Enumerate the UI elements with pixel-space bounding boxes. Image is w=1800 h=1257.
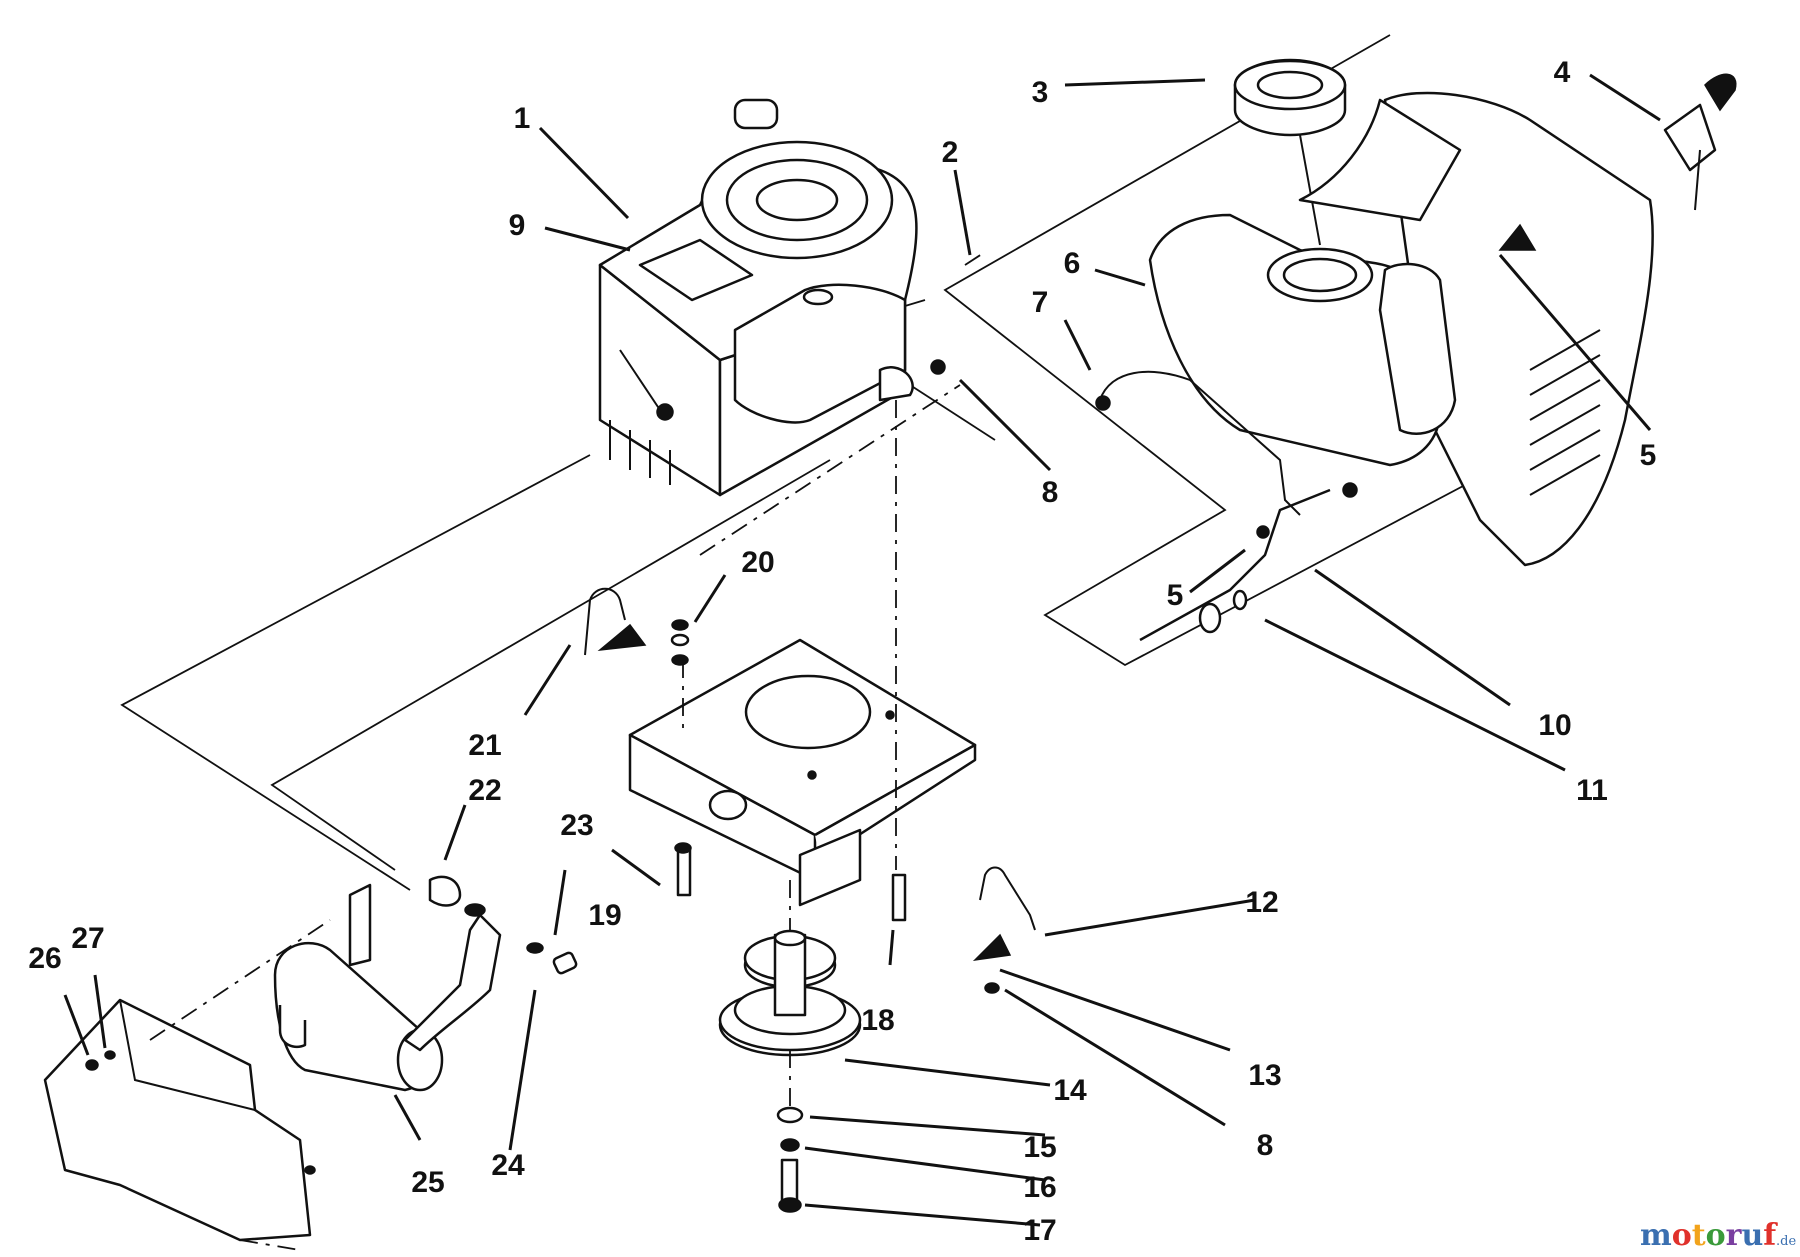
muffler-assembly (273, 875, 578, 1092)
plate-bolts (670, 400, 907, 922)
fuel-lines (1095, 370, 1358, 642)
watermark-letter: u (1741, 1218, 1763, 1253)
watermark-letter: m (1640, 1218, 1672, 1253)
callout-6: 6 (1064, 247, 1081, 280)
callout-24: 24 (491, 1149, 525, 1182)
callout-23: 23 (560, 809, 593, 842)
svg-text:motoruf: motoruf (1640, 1218, 1778, 1253)
callout-27: 27 (71, 922, 104, 955)
callout-11: 11 (1576, 774, 1608, 807)
leader-lines (63, 73, 1661, 1227)
callout-21: 21 (468, 729, 501, 762)
callout-19: 19 (588, 899, 621, 932)
callout-4: 4 (1554, 56, 1571, 89)
callout-10: 10 (1538, 709, 1571, 742)
alignment-lines (699, 251, 986, 1110)
callouts: 1 9 2 3 4 6 7 5 8 5 10 11 20 21 22 23 19… (28, 56, 1656, 1247)
tank-fins (1529, 329, 1601, 496)
watermark-letter: o (1706, 1218, 1726, 1253)
callout-5-upper: 5 (1640, 439, 1657, 472)
watermark-letter: o (1672, 1218, 1692, 1253)
callout-26: 26 (28, 942, 61, 975)
watermark-letter: t (1692, 1218, 1706, 1253)
watermark-logo: motoruf .de (1640, 1218, 1796, 1253)
engine-fins (609, 420, 671, 485)
throttle-switch (1663, 73, 1737, 211)
watermark-letter: f (1763, 1218, 1778, 1253)
callout-12: 12 (1245, 886, 1278, 919)
callout-2: 2 (942, 136, 959, 169)
watermark-suffix: .de (1776, 1234, 1796, 1249)
fuel-tank-fender (1148, 91, 1654, 567)
engine-assembly (598, 98, 946, 497)
callout-8-upper: 8 (1042, 476, 1059, 509)
callout-9: 9 (509, 209, 526, 242)
callout-15: 15 (1023, 1131, 1056, 1164)
callout-25: 25 (411, 1166, 444, 1199)
callout-14: 14 (1053, 1074, 1087, 1107)
callout-17: 17 (1023, 1214, 1056, 1247)
callout-7: 7 (1032, 286, 1049, 319)
heat-shield (43, 919, 331, 1251)
pulley-hardware (776, 1106, 804, 1213)
callout-22: 22 (468, 774, 501, 807)
callout-18: 18 (861, 1004, 894, 1037)
latch-bracket (584, 587, 1036, 994)
callout-3: 3 (1032, 76, 1049, 109)
fuel-cap (1233, 58, 1347, 246)
mounting-plate (628, 638, 977, 907)
pulley-assembly (718, 929, 862, 1057)
callout-16: 16 (1023, 1171, 1056, 1204)
callout-1: 1 (514, 102, 531, 135)
callout-13: 13 (1248, 1059, 1281, 1092)
callout-20: 20 (741, 546, 774, 579)
callout-5-lower: 5 (1167, 579, 1184, 612)
watermark-letter: r (1726, 1218, 1743, 1253)
callout-8-lower: 8 (1257, 1129, 1274, 1162)
